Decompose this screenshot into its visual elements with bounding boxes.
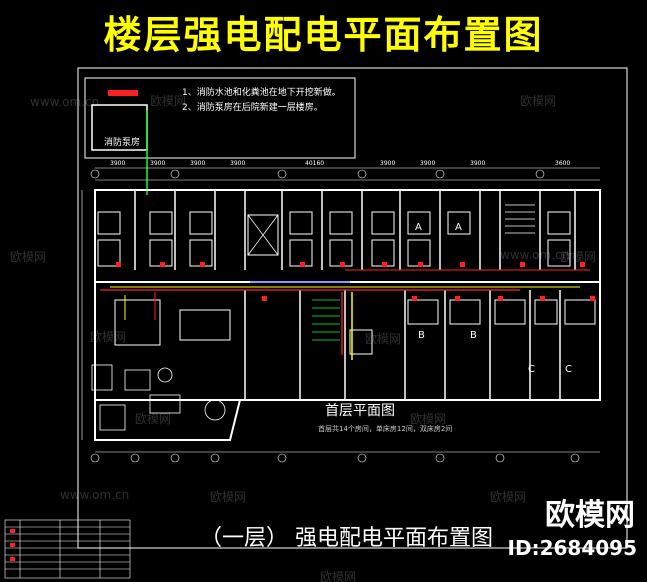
elevator-cross	[247, 214, 279, 256]
room-letter-c2: C	[565, 364, 572, 375]
dim-seg-5: 3900	[420, 160, 435, 167]
drawing-frame	[77, 67, 628, 549]
watermark-brand: 欧模网	[10, 250, 47, 264]
lobby-walls	[94, 399, 241, 441]
plan-title: 首层平面图	[325, 403, 395, 419]
watermark-brand: 欧模网	[320, 570, 357, 582]
note-line-1: 1、消防水池和化粪池在地下开挖新做。	[182, 88, 341, 98]
pump-yard-outline	[84, 77, 356, 159]
drawing-subtitle: （一层） 强电配电平面布置图	[200, 526, 493, 551]
watermark-site: www.om.cn	[60, 488, 130, 502]
dim-seg-1: 3900	[150, 160, 165, 167]
room-letter-b1: B	[470, 330, 477, 341]
north-wing-walls	[94, 189, 601, 283]
dim-seg-7: 3600	[555, 160, 570, 167]
plan-note: 首层共14个房间，单床房12间，双床房2间	[318, 425, 453, 433]
watermark-brand: 欧模网	[520, 94, 557, 108]
dim-seg-6: 3900	[470, 160, 485, 167]
dim-seg-3: 3900	[230, 160, 245, 167]
dim-seg-4: 3900	[380, 160, 395, 167]
page-title: 楼层强电配电平面布置图	[103, 12, 544, 57]
office-room	[179, 309, 231, 341]
dim-seg-2: 3900	[190, 160, 205, 167]
pump-panel	[108, 90, 138, 96]
room-letter-c1: C	[528, 364, 535, 375]
dim-total: 40160	[305, 160, 324, 167]
axis-markers	[90, 169, 580, 463]
watermark-brand: 欧模网	[135, 412, 172, 426]
watermark-brand: 欧模网	[365, 332, 402, 346]
room-letter-a1: A	[415, 222, 422, 233]
south-bathrooms	[349, 299, 596, 355]
pump-room-label: 消防泵房	[104, 138, 141, 148]
stair-treads-east	[505, 204, 535, 234]
brand-logo: 欧模网	[545, 498, 635, 533]
watermark-brand: 欧模网	[90, 330, 127, 344]
watermark-brand: 欧模网	[210, 490, 247, 504]
legend-table	[4, 519, 131, 579]
room-letter-b2: B	[418, 330, 425, 341]
dim-seg-0: 3900	[110, 160, 125, 167]
north-bathrooms	[97, 211, 571, 267]
watermark-site: www.om.cn	[30, 95, 100, 109]
watermark-brand: 欧模网	[150, 94, 187, 108]
watermark-site: www.om.cn	[500, 248, 570, 262]
note-line-2: 2、消防泵房在后院新建一层楼房。	[182, 103, 323, 113]
watermark-brand: 欧模网	[410, 412, 447, 426]
watermark-brand: 欧模网	[490, 490, 527, 504]
construction-notes: 1、消防水池和化粪池在地下开挖新做。 2、消防泵房在后院新建一层楼房。	[182, 86, 341, 116]
lobby-furniture	[91, 364, 226, 431]
west-room	[114, 299, 161, 346]
stair-treads-central	[312, 299, 340, 341]
brand-id: ID:2684095	[507, 536, 637, 560]
room-letter-a2: A	[455, 222, 462, 233]
elevator-shaft	[247, 214, 279, 256]
outlet-marks	[116, 262, 595, 301]
watermark-brand: 欧模网	[560, 250, 597, 264]
legend-symbols	[10, 529, 15, 561]
south-room-dividers	[244, 290, 561, 400]
